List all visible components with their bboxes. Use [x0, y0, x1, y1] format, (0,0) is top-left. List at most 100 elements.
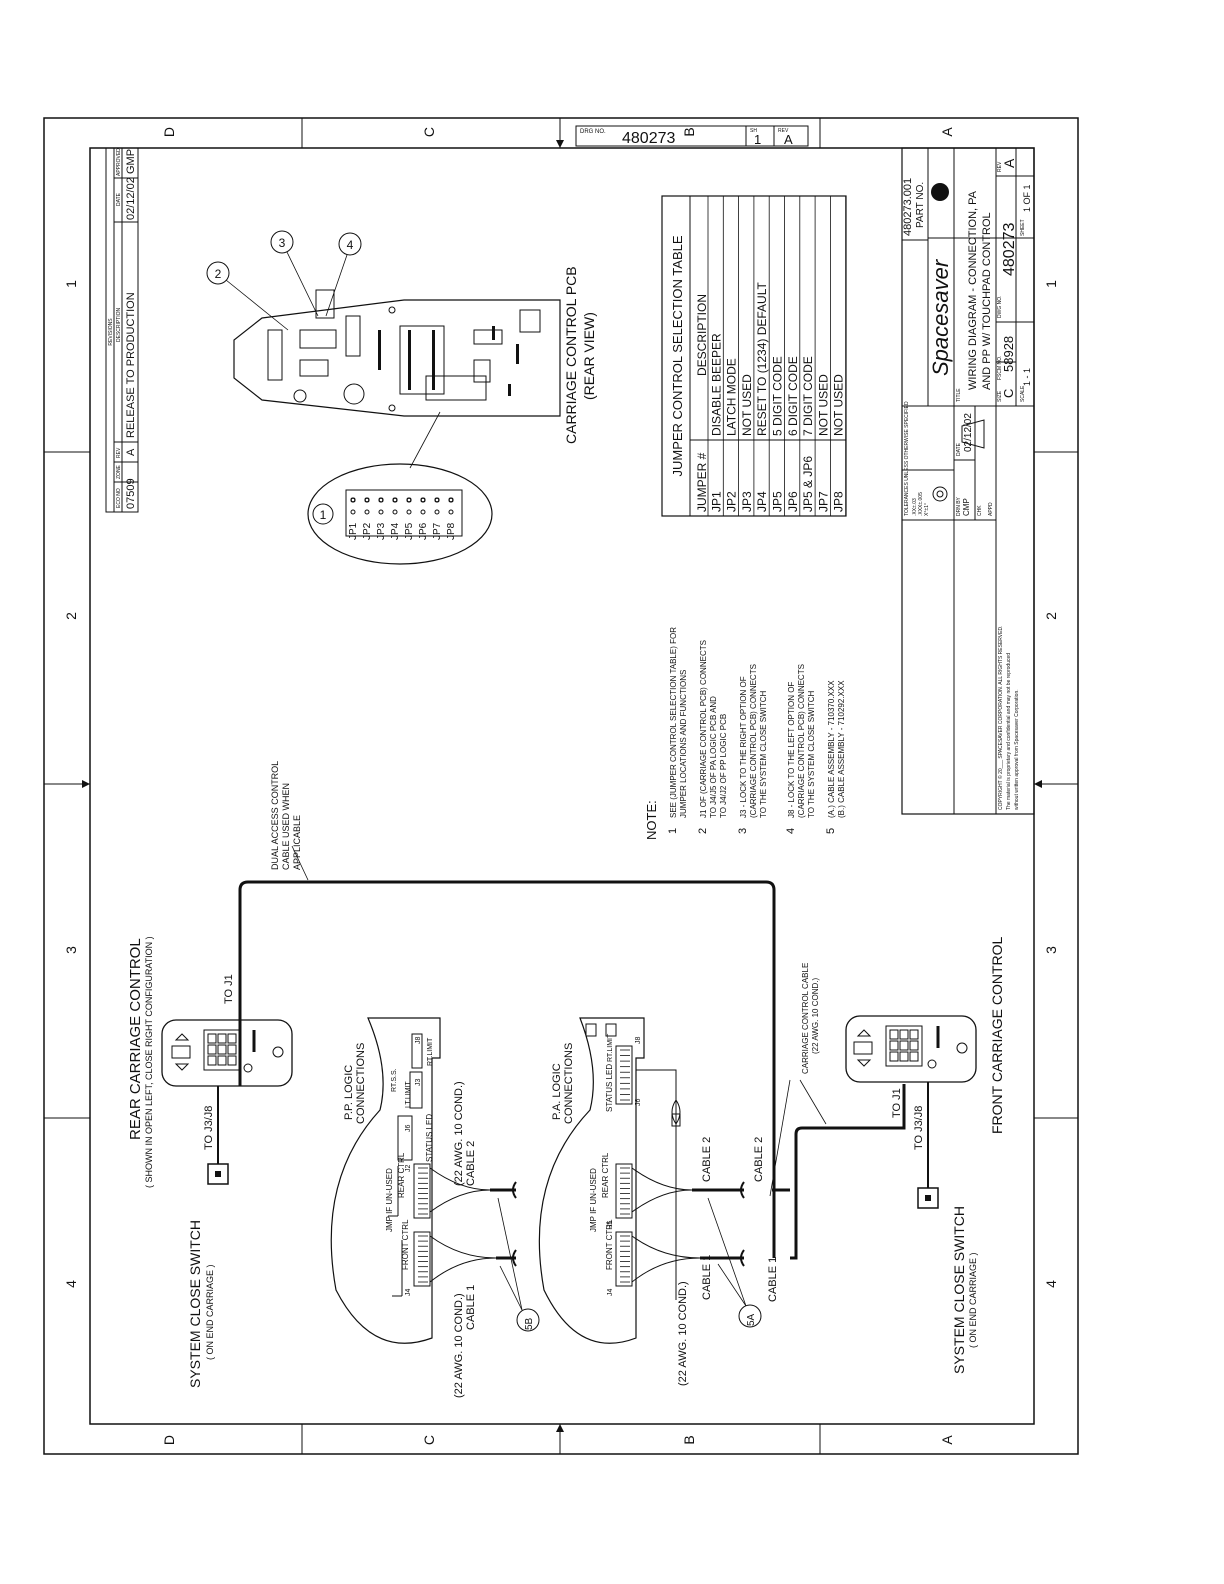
pp-rt-ss: RT.S.S.	[391, 1068, 398, 1092]
zone-col-1: 1	[63, 280, 79, 288]
jumper-table-cell-jumper: JP5 & JP6	[801, 456, 815, 512]
tolerances-heading: TOLERANCES UNLESS OTHERWISE SPECIFIED	[904, 401, 910, 516]
zone-row-d: D	[161, 1435, 177, 1445]
note-number: 4	[785, 828, 797, 834]
jumper-table-cell-description: 5 DIGIT CODE	[771, 356, 785, 436]
pa-cable1: CABLE 1	[701, 1255, 713, 1300]
front-to-j3j8: TO J3/J8	[913, 1106, 925, 1150]
zone-col-2: 2	[1043, 612, 1059, 620]
zone-row-b: B	[681, 127, 697, 136]
rev-header-description: DESCRIPTION	[116, 307, 122, 342]
scale-value: 1 - 1	[1022, 368, 1032, 386]
dwg-no-label: DWG NO.	[997, 296, 1003, 319]
title-line1: WIRING DIAGRAM - CONNECTION, PA	[967, 190, 979, 390]
pa-logic-line2: CONNECTIONS	[563, 1043, 575, 1124]
jumper-table-header-jumper: JUMPER #	[695, 452, 709, 512]
date-label: DATE	[956, 442, 962, 456]
title-block: 480273.001 PART NO. Spacesaver TITLE WIR…	[901, 147, 1035, 815]
pp-j8: J8	[415, 1037, 422, 1045]
zone-row-c: C	[421, 127, 437, 137]
copyright-line1: COPYRIGHT © 20___ SPACESAVER CORPORATION…	[997, 626, 1004, 810]
jumper-table-cell-description: 7 DIGIT CODE	[801, 356, 815, 436]
jumper-table-cell-jumper: JP3	[740, 491, 754, 512]
pa-cable2: CABLE 2	[701, 1137, 713, 1182]
note-line: TO THE SYSTEM CLOSE SWITCH	[759, 691, 768, 819]
dual-access-line2: CABLE USED WHEN	[281, 783, 291, 870]
inner-frame	[89, 147, 1035, 1425]
pa-rear-ctrl: REAR CTRL	[601, 1152, 610, 1198]
front-system-close-title: SYSTEM CLOSE SWITCH	[951, 1206, 967, 1374]
jumper-label-jp2: JP2	[362, 522, 373, 540]
pp-logic-line2: CONNECTIONS	[355, 1043, 367, 1124]
rev-header-date: DATE	[116, 192, 122, 206]
jumper-label-jp5: JP5	[404, 522, 415, 540]
note-number: 2	[697, 828, 709, 834]
pp-j6: J6	[405, 1125, 412, 1133]
front-to-j1: TO J1	[891, 1088, 903, 1118]
pp-j2: J2	[405, 1165, 412, 1173]
jumper-pin	[406, 509, 412, 515]
logo-spacesaver: Spacesaver	[928, 258, 953, 376]
rev-eco: 07509	[125, 478, 137, 509]
size-value: C	[1001, 389, 1016, 398]
revisions-table: REVISIONS ECO NO ZONE REV DESCRIPTION DA…	[105, 147, 139, 513]
pa-rt-limit: RT.LIMIT	[607, 1033, 614, 1062]
callout-3: 3	[279, 236, 286, 250]
pa-jmp-if: JMP IF UN-USED	[589, 1168, 598, 1232]
front-control-title: FRONT CARRIAGE CONTROL	[989, 936, 1005, 1134]
jumper-table-header-description: DESCRIPTION	[695, 294, 709, 376]
sheet-label: SHEET	[1020, 219, 1026, 236]
pp-cable2: CABLE 2	[465, 1141, 477, 1186]
jumper-pin	[364, 509, 370, 515]
jumper-pin	[350, 497, 356, 503]
jumper-pin	[392, 497, 398, 503]
pp-rt-limit: RT.LIMIT	[427, 1037, 434, 1066]
note-line: TO THE SYSTEM CLOSE SWITCH	[807, 691, 816, 819]
tolerance-3place: .XXX±.005	[918, 492, 924, 516]
sh-label: SH	[750, 128, 757, 134]
dual-access-line3: APPLICABLE	[292, 815, 302, 870]
pp-logic-line1: P.P. LOGIC	[343, 1065, 355, 1120]
size-label: SIZE	[997, 390, 1003, 402]
jumper-pin	[420, 509, 426, 515]
jumper-label-jp1: JP1	[348, 522, 359, 540]
title-label: TITLE	[956, 388, 962, 402]
jumper-pin	[350, 509, 356, 515]
copyright-line2: The material is proprietary and confiden…	[1006, 653, 1012, 810]
notes-title: NOTE:	[644, 800, 659, 840]
jumper-pin	[448, 509, 454, 515]
note-number: 1	[667, 828, 679, 834]
front-carriage-cable	[772, 1084, 906, 1260]
jumper-pin	[448, 497, 454, 503]
pp-awg-cable2: (22 AWG. 10 COND.)	[453, 1081, 465, 1186]
cable1-right: CABLE 1	[767, 1257, 779, 1302]
zone-row-b: B	[681, 1435, 697, 1444]
appd-label: APPD	[988, 502, 994, 516]
rev-label: REV	[778, 128, 789, 134]
drn-by-label: DRN BY	[956, 496, 962, 516]
zone-col-4: 4	[1043, 1280, 1059, 1288]
callout-2: 2	[215, 267, 222, 281]
rev-rev: A	[125, 448, 137, 456]
jumper-table-cell-description: 6 DIGIT CODE	[786, 356, 800, 436]
jumper-pin	[378, 509, 384, 515]
zone-col-1: 1	[1043, 280, 1059, 288]
fscm-value: 58928	[1001, 336, 1016, 372]
jumper-table-cell-jumper: JP6	[786, 491, 800, 512]
jumper-header-pins	[350, 497, 454, 515]
note-line: (B.) CABLE ASSEMBLY - 710292.XXX	[837, 680, 846, 818]
rear-to-j1: TO J1	[223, 974, 235, 1004]
pp-logic-board	[330, 1017, 441, 1344]
pa-front-ctrl: FRONT CTRL	[605, 1219, 614, 1270]
chk-label: CHK	[977, 505, 983, 516]
jumper-table-cell-jumper: JP4	[755, 491, 769, 512]
jumper-table-cell-description: LATCH MODE	[725, 358, 739, 436]
tb-rev-value: A	[1001, 158, 1017, 168]
pa-j5: J5	[607, 1221, 614, 1229]
rev-header-rev: REV	[116, 447, 122, 458]
note-line: J3 - LOCK TO THE RIGHT OPTION OF	[739, 676, 748, 818]
note-line: SEE (JUMPER CONTROL SELECTION TABLE) FOR	[669, 627, 678, 818]
rev-header-zone: ZONE	[116, 464, 122, 479]
